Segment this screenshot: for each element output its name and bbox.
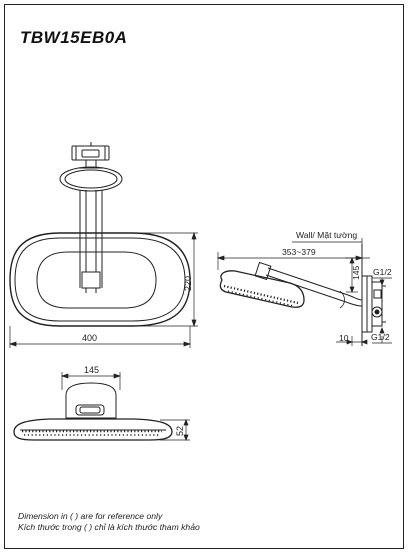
projection-label: 353~379 (282, 247, 316, 257)
bottom-view: 145 52 (13, 365, 190, 441)
bottom-height-label: 52 (175, 426, 185, 436)
side-dimensions (216, 241, 392, 346)
side-wall-bracket (361, 275, 386, 333)
bottom-arm-mount (65, 382, 117, 419)
bottom-dimensions (60, 372, 190, 441)
thread-top-label: G1/2 (373, 267, 392, 277)
vertical-label: 145 (351, 265, 361, 280)
side-view: Wall/ Mặt tường 353~379 145 G1/2 G1/2 10 (216, 230, 392, 346)
wall-bracket (59, 142, 123, 192)
front-width-label: 400 (82, 333, 97, 343)
shower-head-bottom (13, 418, 173, 441)
note-vietnamese: Kích thước trong ( ) chỉ là kích thước t… (18, 522, 200, 532)
offset-label: 10 (339, 333, 349, 343)
wall-label: Wall/ Mặt tường (296, 230, 357, 240)
side-shower-arm (254, 261, 363, 309)
thread-bottom-label: G1/2 (371, 332, 390, 342)
bottom-width-label: 145 (84, 365, 99, 375)
front-view: 400 220 (8, 142, 198, 348)
front-dimensions (8, 231, 198, 348)
drawing-frame (4, 4, 404, 549)
shower-head-side (219, 270, 305, 308)
note-english: Dimension in ( ) are for reference only (18, 511, 163, 521)
shower-arm (79, 190, 103, 293)
model-title: TBW15EB0A (20, 28, 128, 47)
front-height-label: 220 (183, 276, 193, 291)
